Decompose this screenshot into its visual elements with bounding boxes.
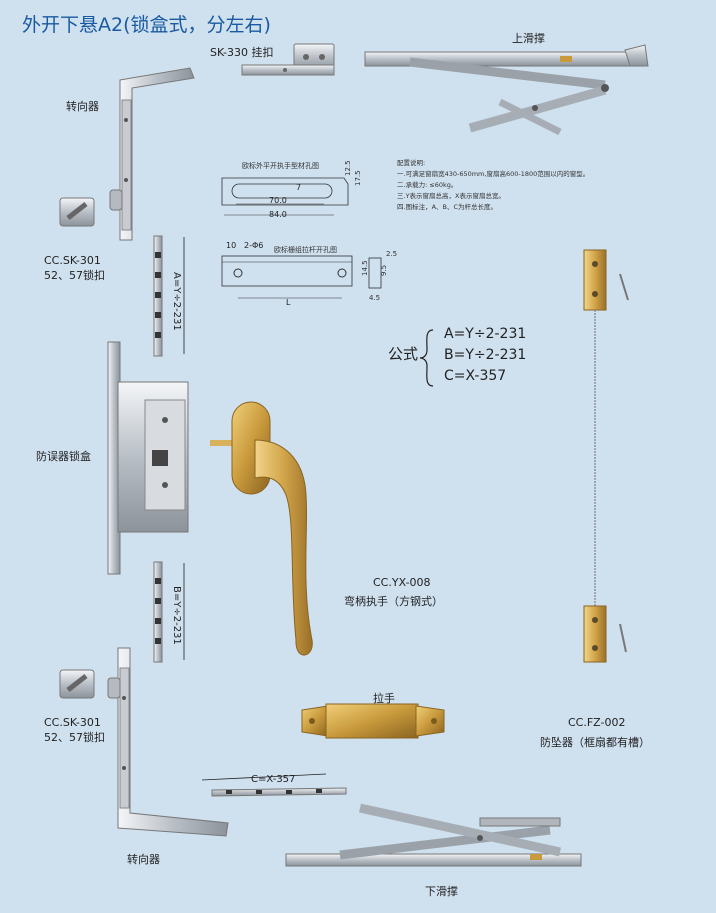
- corner-bot-label: 转向器: [127, 853, 160, 866]
- diagram2-dim25: 2.5: [386, 250, 397, 258]
- formula-lines: A=Y÷2-231 B=Y÷2-231 C=X-357: [444, 324, 526, 387]
- notes-item-3: 三.Y表示窗扇总高，X表示窗扇总宽。: [397, 192, 505, 200]
- diagram2-dim10: 10: [226, 241, 236, 250]
- diagram2-dim145: 14.5: [361, 260, 369, 276]
- pull-label: 拉手: [373, 692, 395, 705]
- notes-item-1: 一.可满足窗扇宽430-650mm,窗扇高600-1800范围以内的窗型。: [397, 170, 590, 178]
- sk301-bot-desc: 52、57锁扣: [44, 731, 105, 744]
- handle-desc: 弯柄执手（方钢式）: [344, 595, 443, 608]
- rod-a: A=Y÷2-231: [153, 235, 185, 357]
- diagram2-L: L: [286, 298, 291, 307]
- corner-drive-bottom: [107, 647, 229, 837]
- diagram1-title: 欧标外平开执手型材孔图: [242, 161, 319, 170]
- notes-item-4: 四.图标注，A、B、C为杆总长度。: [397, 203, 498, 211]
- sk301-keeper-bottom: [59, 669, 95, 699]
- sk330-strip: [241, 64, 335, 76]
- handle: [210, 401, 313, 656]
- rod-a-label: A=Y÷2-231: [171, 272, 182, 331]
- top-slide-stay: [364, 44, 649, 136]
- notes-heading: 配置说明:: [397, 159, 426, 167]
- diagram-handle-holes: 欧标外平开执手型材孔图 70.0 84.0 7 12.5 17.5: [221, 160, 362, 219]
- formula-c: C=X-357: [444, 368, 507, 384]
- sk301-top-text: CC.SK-301 52、57锁扣: [44, 253, 105, 283]
- top-slide-label: 上滑撑: [512, 32, 545, 45]
- sk301-keeper-top: [59, 197, 95, 227]
- handle-code: CC.YX-008: [373, 576, 431, 589]
- corner-drive-top: [109, 67, 195, 241]
- anti-fall-device: [583, 249, 629, 663]
- diagram2-dim95: 9.5: [380, 265, 388, 276]
- diagram2-title: 欧标栅组拉杆开孔图: [274, 245, 337, 254]
- lockbox: [107, 341, 189, 575]
- diagram-rod-holes: 10 2-Φ6 欧标栅组拉杆开孔图 L 14.5 9.5 2.5 4.5: [221, 241, 397, 307]
- notes-item-2: 二.承载力: ≤60kg。: [397, 181, 458, 189]
- rod-b: B=Y÷2-231: [153, 561, 185, 663]
- fz-desc: 防坠器（框扇都有槽）: [540, 736, 650, 749]
- config-notes: 配置说明: 一.可满足窗扇宽430-650mm,窗扇高600-1800范围以内的…: [397, 158, 637, 213]
- rod-c: C=X-357: [201, 773, 347, 797]
- diagram1-dim70: 70.0: [269, 196, 287, 205]
- diagram1-dim175: 17.5: [354, 170, 362, 186]
- rod-c-label: C=X-357: [251, 774, 295, 785]
- diagram1-dim125: 12.5: [344, 160, 352, 176]
- corner-top-label: 转向器: [66, 100, 99, 113]
- page-title: 外开下悬A2(锁盒式，分左右): [22, 14, 271, 36]
- bottom-slide-stay: [285, 803, 582, 867]
- sk301-top-desc: 52、57锁扣: [44, 269, 105, 282]
- sk301-bot-text: CC.SK-301 52、57锁扣: [44, 715, 105, 745]
- lockbox-label: 防误器锁盒: [36, 450, 91, 463]
- formula-b: B=Y÷2-231: [444, 347, 527, 363]
- rod-b-label: B=Y÷2-231: [171, 586, 182, 645]
- diagram2-dim45: 4.5: [369, 294, 380, 302]
- sk301-top-code: CC.SK-301: [44, 254, 101, 267]
- formula-a: A=Y÷2-231: [444, 326, 527, 342]
- diagram2-holes: 2-Φ6: [244, 241, 263, 250]
- sk301-bot-code: CC.SK-301: [44, 716, 101, 729]
- fz-code: CC.FZ-002: [568, 716, 626, 729]
- sk330-label: SK-330 挂扣: [210, 46, 274, 59]
- formula-label: 公式: [388, 345, 419, 363]
- diagram1-dim84: 84.0: [269, 210, 287, 219]
- sk330-keeper: [293, 43, 335, 71]
- bottom-slide-label: 下滑撑: [425, 885, 458, 898]
- pull-handle: [301, 703, 445, 739]
- formula-brace: [419, 329, 434, 387]
- diagram1-dim7: 7: [296, 183, 301, 192]
